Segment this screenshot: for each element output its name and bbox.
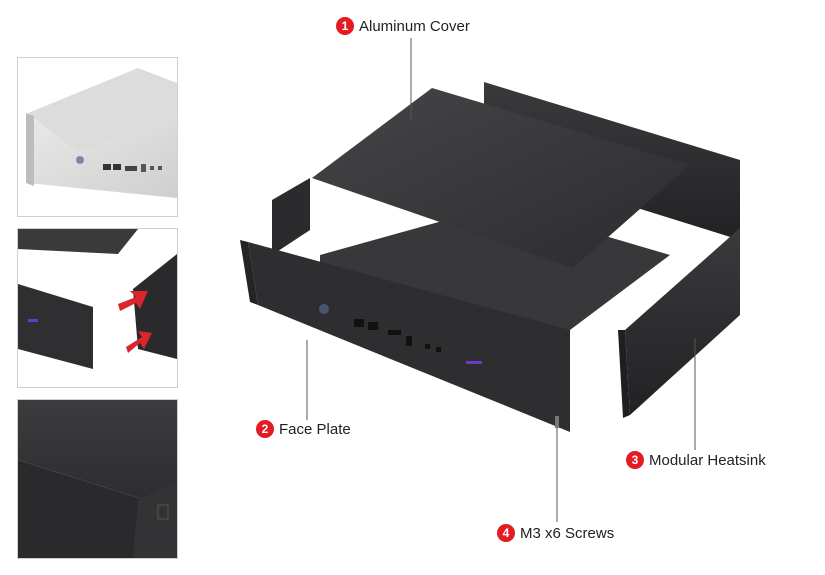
ethernet-port-icon	[113, 164, 121, 170]
usb-port-icon	[406, 336, 412, 346]
callout-modular-heatsink: 3 Modular Heatsink	[626, 451, 766, 469]
callout-label: Aluminum Cover	[359, 17, 470, 35]
thumbnail-silver-chassis	[17, 57, 178, 217]
arrow-icon	[126, 331, 152, 353]
screw-icon	[555, 416, 559, 428]
power-button-icon	[76, 156, 84, 164]
callout-number-badge: 1	[336, 17, 354, 35]
face-plate-edge	[133, 480, 177, 558]
dark-top-surface	[18, 400, 177, 510]
display-window	[157, 504, 169, 520]
exploded-chassis-diagram	[240, 38, 740, 522]
aluminum-cover	[312, 88, 690, 268]
left-side-wall	[272, 178, 310, 255]
callout-aluminum-cover: 1 Aluminum Cover	[336, 17, 470, 35]
ethernet-port-icon	[103, 164, 111, 170]
silver-rack-ear	[26, 113, 34, 186]
hdmi-port-icon	[125, 166, 137, 171]
audio-port-icon	[425, 344, 430, 349]
heatsink-flange	[618, 330, 630, 418]
hdmi-port-icon	[388, 330, 401, 335]
arrow-icon	[118, 291, 148, 311]
callout-m3-screws: 4 M3 x6 Screws	[497, 524, 614, 542]
audio-port-icon	[158, 166, 162, 170]
thumbnail-corner-closeup	[17, 399, 178, 559]
callout-label: Face Plate	[279, 420, 351, 438]
silver-front-panel	[28, 113, 177, 198]
callout-label: M3 x6 Screws	[520, 524, 615, 542]
silver-top-panel	[28, 68, 177, 153]
led-indicator	[28, 319, 38, 322]
callout-number-badge: 3	[626, 451, 644, 469]
dark-top-panel	[18, 229, 138, 254]
usb-port-icon	[141, 164, 146, 172]
power-button-icon	[319, 304, 329, 314]
modular-heatsink	[625, 228, 740, 415]
face-plate-rack-ear	[240, 240, 258, 305]
ethernet-port-icon	[368, 322, 378, 330]
audio-port-icon	[150, 166, 154, 170]
led-indicator	[466, 361, 482, 364]
ethernet-port-icon	[354, 319, 364, 327]
audio-port-icon	[436, 347, 441, 352]
callout-number-badge: 2	[256, 420, 274, 438]
callout-label: Modular Heatsink	[649, 451, 766, 469]
dark-front-panel	[18, 284, 93, 369]
thumbnail-heatsink-assembly	[17, 228, 178, 388]
callout-face-plate: 2 Face Plate	[256, 420, 351, 438]
callout-number-badge: 4	[497, 524, 515, 542]
